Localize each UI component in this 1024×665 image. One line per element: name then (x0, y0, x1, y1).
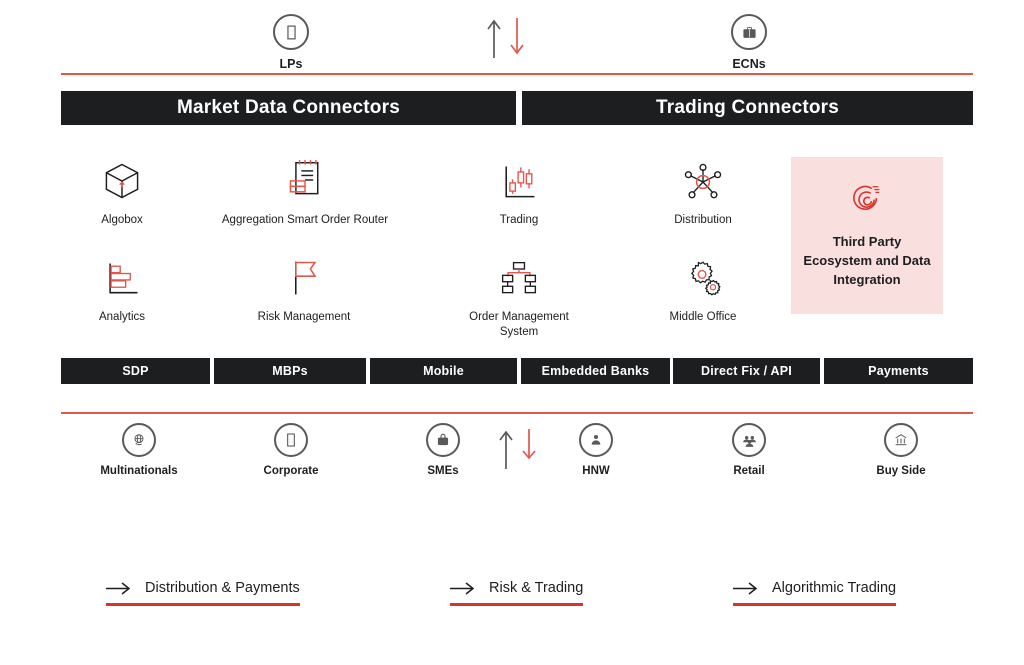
capability-label: Analytics (98, 311, 146, 323)
capability-label: Risk Management (257, 311, 351, 323)
client-segment-label: Corporate (263, 465, 319, 477)
counterparty-ecns[interactable]: ECNs (689, 14, 809, 71)
hierarchy-icon (459, 252, 579, 300)
channel-direct-fix-api[interactable]: Direct Fix / API (673, 358, 820, 384)
globe-hand-icon (122, 423, 156, 457)
client-segment-label: SMEs (427, 465, 459, 477)
legend-label: Algorithmic Trading (772, 580, 897, 596)
client-segment-retail[interactable]: Retail (689, 423, 809, 477)
arrow-down-icon (522, 429, 536, 460)
flow-arrows-top (484, 16, 532, 65)
capability-algobox[interactable]: Algobox (62, 155, 182, 228)
capability-label: Trading (499, 214, 539, 226)
channel-mobile[interactable]: Mobile (370, 358, 517, 384)
client-segment-label: Multinationals (100, 465, 178, 477)
building-icon (274, 423, 308, 457)
capability-label: Algobox (101, 214, 143, 226)
briefcase-lock-icon (426, 423, 460, 457)
bank-icon (884, 423, 918, 457)
section-title: Market Data Connectors (177, 97, 400, 118)
briefcase-icon (731, 14, 767, 50)
counterparty-lps[interactable]: LPs (231, 14, 351, 71)
cube-icon (62, 155, 182, 203)
spiral-integration-icon (851, 183, 883, 220)
channel-sdp[interactable]: SDP (61, 358, 210, 384)
person-icon (579, 423, 613, 457)
third-party-label: Third Party Ecosystem and Data Integrati… (803, 233, 931, 287)
channel-label: Embedded Banks (541, 364, 650, 378)
capability-label: Order Management System (469, 311, 569, 338)
arrow-up-icon (487, 19, 501, 58)
people-group-icon (732, 423, 766, 457)
third-party-ecosystem-panel[interactable]: Third Party Ecosystem and Data Integrati… (791, 157, 943, 314)
gears-icon (643, 252, 763, 300)
client-segment-label: HNW (582, 465, 610, 477)
client-segment-buy-side[interactable]: Buy Side (841, 423, 961, 477)
legend-distribution-payments[interactable]: Distribution & Payments (106, 580, 300, 606)
client-segment-corporate[interactable]: Corporate (231, 423, 351, 477)
client-segment-hnw[interactable]: HNW (536, 423, 656, 477)
capability-analytics[interactable]: Analytics (62, 252, 182, 325)
legend-risk-trading[interactable]: Risk & Trading (450, 580, 584, 606)
section-header-market-data-connectors[interactable]: Market Data Connectors (61, 91, 516, 125)
legend-algorithmic-trading[interactable]: Algorithmic Trading (733, 580, 897, 606)
bar-chart-icon (62, 252, 182, 300)
channel-embedded-banks[interactable]: Embedded Banks (521, 358, 670, 384)
client-segment-label: Buy Side (876, 465, 926, 477)
capability-risk-management[interactable]: Risk Management (244, 252, 364, 325)
channel-payments[interactable]: Payments (824, 358, 973, 384)
arrow-right-icon (106, 581, 131, 595)
client-segment-smes[interactable]: SMEs (383, 423, 503, 477)
channel-label: SDP (122, 364, 149, 378)
flow-arrows-bottom (496, 427, 544, 476)
arrow-right-icon (450, 581, 475, 595)
arrow-up-icon (499, 430, 513, 469)
counterparty-label: LPs (279, 57, 303, 71)
network-node-icon (643, 155, 763, 203)
capability-order-management-system[interactable]: Order Management System (459, 252, 579, 340)
client-segment-label: Retail (733, 465, 765, 477)
counterparty-label: ECNs (732, 57, 766, 71)
arrow-down-icon (510, 18, 524, 55)
client-segment-multinationals[interactable]: Multinationals (79, 423, 199, 477)
channel-mbps[interactable]: MBPs (214, 358, 366, 384)
legend-label: Risk & Trading (489, 580, 584, 596)
candlestick-chart-icon (459, 155, 579, 203)
legend-label: Distribution & Payments (145, 580, 300, 596)
capability-label: Aggregation Smart Order Router (221, 214, 389, 226)
capability-trading[interactable]: Trading (459, 155, 579, 228)
capability-label: Middle Office (669, 311, 737, 323)
channel-label: Mobile (423, 364, 464, 378)
capability-middle-office[interactable]: Middle Office (643, 252, 763, 325)
order-router-icon (192, 155, 418, 203)
capability-label: Distribution (674, 214, 732, 226)
divider-top (61, 73, 973, 75)
channel-label: Direct Fix / API (701, 364, 792, 378)
flag-icon (244, 252, 364, 300)
capability-aggregation-smart-order-router[interactable]: Aggregation Smart Order Router (192, 155, 418, 228)
channel-label: MBPs (272, 364, 308, 378)
divider-bottom (61, 412, 973, 414)
channel-label: Payments (868, 364, 929, 378)
arrow-right-icon (733, 581, 758, 595)
capability-distribution[interactable]: Distribution (643, 155, 763, 228)
section-title: Trading Connectors (655, 97, 840, 118)
building-icon (273, 14, 309, 50)
section-header-trading-connectors[interactable]: Trading Connectors (522, 91, 973, 125)
